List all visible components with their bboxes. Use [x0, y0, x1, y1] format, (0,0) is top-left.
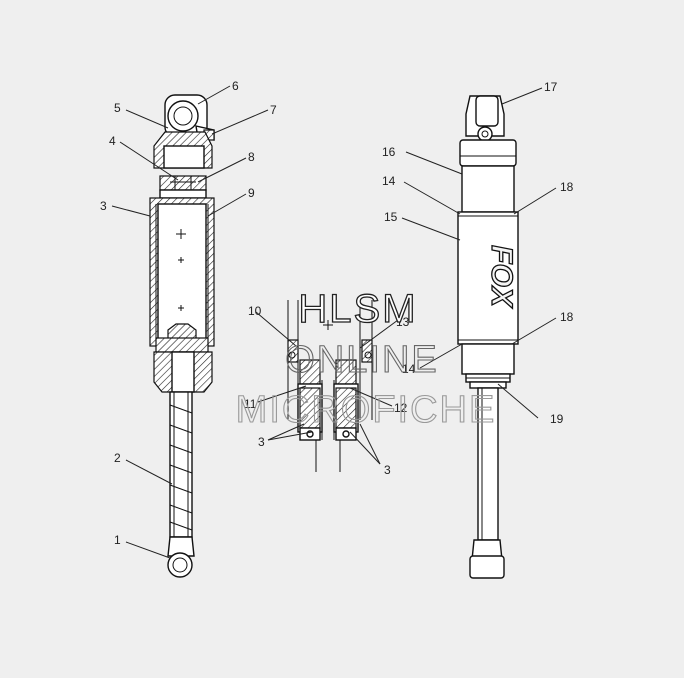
callout-3-middle-left: 3	[258, 435, 265, 449]
fox-logo: FOX	[485, 245, 518, 309]
callout-14-top: 14	[382, 174, 396, 188]
callout-19: 19	[550, 412, 564, 426]
callout-14-bottom: 14	[402, 362, 416, 376]
callout-6: 6	[232, 79, 239, 93]
cutaway-shock	[149, 94, 215, 578]
callout-3-middle-right: 3	[384, 463, 391, 477]
watermark: HLSM ONLINE MICROFICHE	[235, 286, 497, 431]
callout-11: 11	[244, 397, 257, 411]
callout-3: 3	[100, 199, 107, 213]
callout-17: 17	[544, 80, 558, 94]
callouts: 1 2 3 4 5 6 7 8 9 10 13 11 12 3 3 17 16 …	[100, 79, 574, 547]
callout-15: 15	[384, 210, 398, 224]
watermark-line-3: MICROFICHE	[236, 389, 497, 431]
callout-18-bottom: 18	[560, 310, 574, 324]
callout-1: 1	[114, 533, 121, 547]
callout-10: 10	[248, 304, 262, 318]
callout-4: 4	[109, 134, 116, 148]
leader-lines	[111, 85, 557, 559]
callout-2: 2	[114, 451, 121, 465]
piston-detail	[287, 300, 373, 472]
callout-18-top: 18	[560, 180, 574, 194]
callout-8: 8	[248, 150, 255, 164]
callout-12: 12	[394, 401, 408, 415]
watermark-line-2: ONLINE	[285, 339, 438, 381]
callout-5: 5	[114, 101, 121, 115]
callout-16: 16	[382, 145, 396, 159]
watermark-line-1: HLSM	[298, 287, 417, 331]
callout-7: 7	[270, 103, 277, 117]
exterior-shock: FOX	[457, 95, 519, 579]
callout-13: 13	[396, 315, 410, 329]
callout-9: 9	[248, 186, 255, 200]
